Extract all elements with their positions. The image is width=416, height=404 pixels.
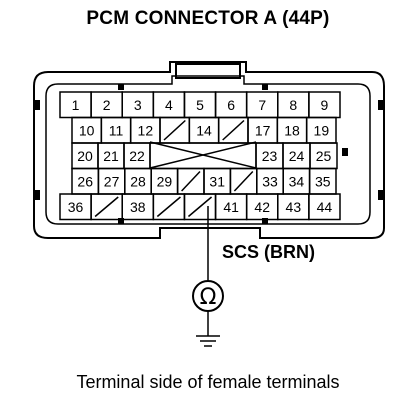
pin-cell: 10 (71, 116, 103, 144)
diagram-title: PCM CONNECTOR A (44P) (86, 8, 330, 29)
pin-cell: 29 (150, 167, 179, 195)
pin-cell (176, 167, 205, 195)
pin-number: 42 (254, 199, 270, 215)
pin-number: 18 (284, 122, 300, 138)
side-latches (34, 84, 384, 224)
pin-number: 1 (72, 97, 80, 113)
pin-cell: 8 (277, 91, 310, 119)
pin-cell: 23 (255, 142, 284, 170)
pin-cell: 34 (282, 167, 311, 195)
pin-cell: 19 (305, 116, 337, 144)
pin-cell: 17 (247, 116, 279, 144)
pin-cell: 21 (97, 142, 125, 170)
pin-number: 35 (315, 173, 331, 189)
pin-number: 34 (289, 173, 305, 189)
pin-number: 29 (157, 173, 173, 189)
pin-cell: 3 (121, 91, 155, 119)
pin-number: 36 (68, 199, 84, 215)
unused-cavity-slash (156, 196, 181, 218)
pin-cell (159, 116, 191, 144)
pin-cell (90, 193, 123, 221)
pin-cell (217, 116, 249, 144)
pin-cell: 4 (152, 91, 186, 119)
connector-inner-wall (45, 75, 371, 225)
unused-cavity-slash (222, 119, 245, 141)
pin-number: 2 (103, 97, 111, 113)
pin-number: 14 (196, 122, 212, 138)
pin-number: 31 (209, 173, 225, 189)
pin-cell: 42 (245, 193, 279, 221)
pin-number: 6 (227, 97, 235, 113)
pin-cell: 14 (188, 116, 220, 144)
unused-cavity-slash (163, 119, 186, 141)
pin-cell: 25 (309, 142, 338, 170)
pin-cell: 7 (245, 91, 279, 119)
pin-cell: 5 (183, 91, 217, 119)
pin-number: 27 (104, 173, 120, 189)
pin-number: 19 (314, 122, 330, 138)
pin-cell: 1 (59, 91, 92, 119)
pin-number: 9 (321, 97, 329, 113)
pin-number: 12 (138, 122, 154, 138)
pin-cell (229, 167, 258, 195)
pin-number: 17 (255, 122, 271, 138)
pin-number: 20 (77, 148, 93, 164)
signal-label: SCS (BRN) (222, 242, 315, 262)
pin-cell: 6 (214, 91, 248, 119)
unused-cavity-slash (94, 196, 119, 218)
pin-cell: 36 (59, 193, 92, 221)
pin-number: 25 (316, 148, 332, 164)
pin-cell: 43 (277, 193, 310, 221)
pin-number: 33 (262, 173, 278, 189)
pin-number: 41 (223, 199, 239, 215)
pin-number: 22 (129, 148, 145, 164)
pin-number: 26 (77, 173, 93, 189)
pin-cell (152, 193, 186, 221)
unused-cavity-slash (187, 196, 213, 218)
pin-cell: 38 (121, 193, 155, 221)
pin-number: 5 (196, 97, 204, 113)
pin-cell: 26 (71, 167, 100, 195)
pin-cell: 20 (71, 142, 99, 170)
pin-number: 11 (109, 122, 124, 138)
pin-cell: 24 (282, 142, 311, 170)
pin-cell: 31 (203, 167, 232, 195)
pin-number: 3 (134, 97, 142, 113)
pin-cell: 2 (90, 91, 123, 119)
pin-cell: 18 (276, 116, 308, 144)
ohm-icon: Ω (200, 285, 217, 310)
pin-cell: 35 (308, 167, 337, 195)
pin-number: 44 (317, 199, 333, 215)
pin-number: 4 (165, 97, 173, 113)
pin-cell: 22 (123, 142, 151, 170)
ground-icon (196, 335, 220, 347)
unused-cavity-slash (233, 170, 254, 192)
pin-number: 7 (258, 97, 266, 113)
pin-cell: 12 (129, 116, 161, 144)
empty-cavity-x (149, 141, 257, 169)
pin-number: 8 (289, 97, 297, 113)
diagram-caption: Terminal side of female terminals (76, 372, 340, 392)
pin-number: 23 (262, 148, 278, 164)
connector-lock-tab (175, 63, 241, 79)
unused-cavity-slash (181, 170, 201, 192)
pin-number: 21 (103, 148, 119, 164)
pin-cell (183, 193, 217, 221)
pin-cell: 44 (308, 193, 341, 221)
pin-number: 10 (79, 122, 95, 138)
pin-cell: 33 (256, 167, 284, 195)
pin-cell: 28 (124, 167, 152, 195)
pin-cell: 11 (100, 116, 132, 144)
pin-number: 24 (289, 148, 305, 164)
pin-cell: 41 (214, 193, 248, 221)
pin-number: 38 (130, 199, 146, 215)
pin-cell: 9 (308, 91, 341, 119)
pin-cell: 27 (97, 167, 126, 195)
connector-housing (33, 61, 385, 239)
pin-number: 28 (130, 173, 146, 189)
pin-number: 43 (286, 199, 302, 215)
